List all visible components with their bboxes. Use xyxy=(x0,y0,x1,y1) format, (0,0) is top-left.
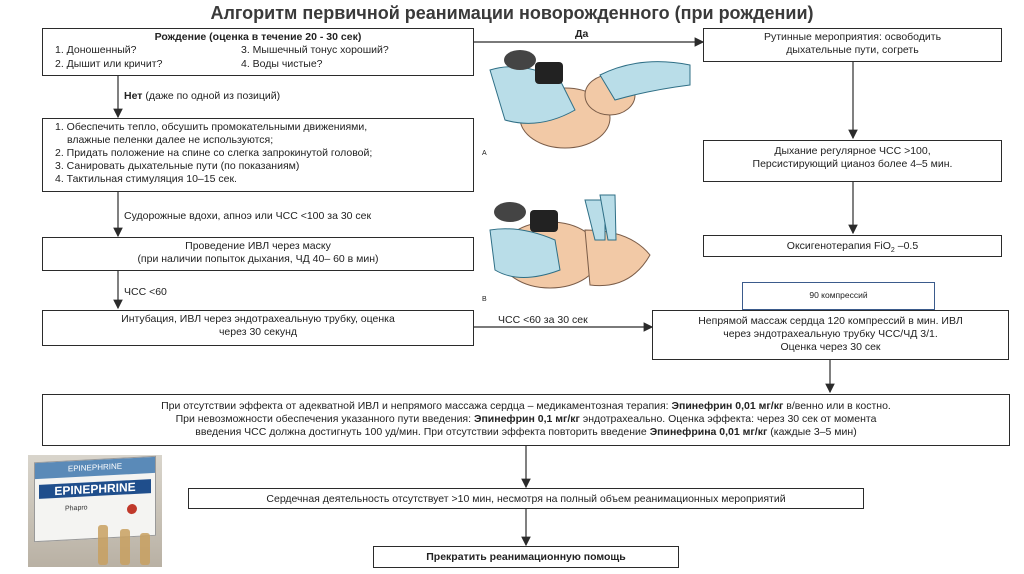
stop-resuscitation-box: Прекратить реанимационную помощь xyxy=(373,546,679,568)
intubation-line-2: через 30 секунд xyxy=(218,326,298,338)
ventilation-line-1: Проведение ИВЛ через маску xyxy=(185,240,331,252)
compressions-note: 90 компрессий xyxy=(742,282,935,310)
birth-q2: 2. Дышит или кричит? xyxy=(55,58,163,70)
breathing-line-1: Дыхание регулярное ЧСС >100, xyxy=(774,145,931,157)
no-cardiac-activity-box: Сердечная деятельность отсутствует >10 м… xyxy=(188,488,864,509)
box-brand-top: EPINEPHRINE xyxy=(35,456,155,480)
birth-header: Рождение (оценка в течение 20 - 30 сек) xyxy=(154,31,362,43)
box-maker: Phapro xyxy=(65,504,88,513)
initial-steps-box: 1. Обеспечить тепло, обсушить промокател… xyxy=(42,118,474,192)
drug-line-1: При отсутствии эффекта от адекватной ИВЛ… xyxy=(161,400,891,412)
step-3: 3. Санировать дыхательные пути (по показ… xyxy=(55,160,300,172)
cardiac-massage-box: Непрямой массаж сердца 120 компрессий в … xyxy=(652,310,1009,360)
routine-line-1: Рутинные мероприятия: освободить xyxy=(763,31,942,43)
yes-label: Да xyxy=(575,28,589,40)
ventilation-line-2: (при наличии попыток дыхания, ЧД 40– 60 … xyxy=(137,253,379,265)
oxygen-therapy-box: Оксигенотерапия FiO2 –0.5 xyxy=(703,235,1002,257)
hr-60-30-label: ЧСС <60 за 30 сек xyxy=(498,314,588,326)
oxygen-subscript: 2 xyxy=(890,247,895,255)
mask-ventilation-box: Проведение ИВЛ через маску (при наличии … xyxy=(42,237,474,271)
illustration-a-label: A xyxy=(482,150,487,157)
epinephrine-photo: EPINEPHRINE EPINEPHRINE Phapro xyxy=(28,455,162,567)
drug-therapy-box: При отсутствии эффекта от адекватной ИВЛ… xyxy=(42,394,1010,446)
intubation-box: Интубация, ИВЛ через эндотрахеальную тру… xyxy=(42,310,474,346)
birth-q3: 3. Мышечный тонус хороший? xyxy=(241,44,389,56)
oxygen-text: Оксигенотерапия FiO xyxy=(786,240,891,252)
routine-care-box: Рутинные мероприятия: освободить дыхател… xyxy=(703,28,1002,62)
massage-line-3: Оценка через 30 сек xyxy=(780,341,881,353)
no-label: Нет (даже по одной из позиций) xyxy=(124,90,281,102)
massage-line-1: Непрямой массаж сердца 120 компрессий в … xyxy=(698,315,963,327)
box-brand-main: EPINEPHRINE xyxy=(39,479,151,499)
breathing-line-2: Персистирующий цианоз более 4–5 мин. xyxy=(752,158,953,170)
ampoule-1 xyxy=(98,525,108,565)
illustration-b xyxy=(489,194,651,289)
step-1a: 1. Обеспечить тепло, обсушить промокател… xyxy=(55,121,368,133)
illustration-b-label: B xyxy=(482,296,487,303)
drug-line-3: введения ЧСС должна достигнуть 100 уд/ми… xyxy=(195,426,857,438)
breathing-regular-box: Дыхание регулярное ЧСС >100, Персистирую… xyxy=(703,140,1002,182)
page-title: Алгоритм первичной реанимации новорожден… xyxy=(210,3,814,23)
oxygen-tail: –0.5 xyxy=(894,240,919,252)
intubation-line-1: Интубация, ИВЛ через эндотрахеальную тру… xyxy=(121,313,395,325)
ampoule-2 xyxy=(120,529,130,565)
ampoule-3 xyxy=(140,533,150,565)
routine-line-2: дыхательные пути, согреть xyxy=(786,44,919,56)
hr-60-label: ЧСС <60 xyxy=(124,286,167,298)
birth-assessment-box: Рождение (оценка в течение 20 - 30 сек) … xyxy=(42,28,474,76)
step-1b: влажные пеленки далее не используются; xyxy=(67,134,274,146)
box-seal-icon xyxy=(127,503,137,515)
step-4: 4. Тактильная стимуляция 10–15 сек. xyxy=(55,173,237,185)
birth-q1: 1. Доношенный? xyxy=(55,44,137,56)
seizure-label: Судорожные вдохи, апноэ или ЧСС <100 за … xyxy=(124,210,372,222)
step-2: 2. Придать положение на спине со слегка … xyxy=(55,147,373,159)
birth-q4: 4. Воды чистые? xyxy=(241,58,323,70)
illustration-a xyxy=(489,50,691,149)
massage-line-2: через эндотрахеальную трубку ЧСС/ЧД 3/1. xyxy=(723,328,938,340)
drug-line-2: При невозможности обеспечения указанного… xyxy=(175,413,877,425)
